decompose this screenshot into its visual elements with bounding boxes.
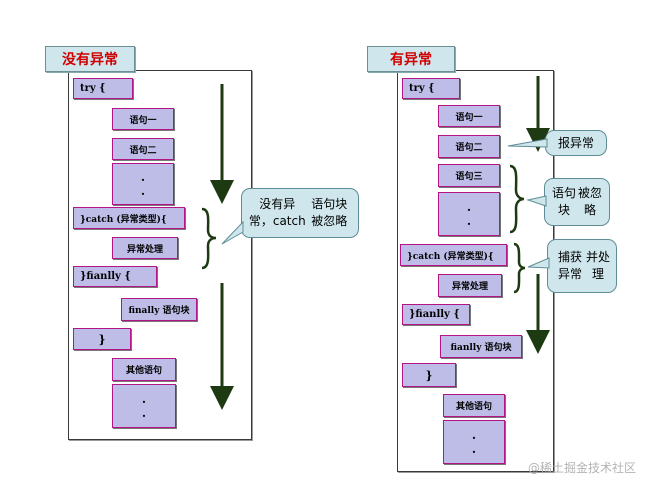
left-handle-box: 异常处理 (112, 237, 178, 259)
dot: . (140, 170, 146, 184)
right-title: 有异常 (367, 46, 455, 72)
right-handle-box: 异常处理 (438, 274, 502, 297)
left-finally-block-box: finally 语句块 (121, 298, 197, 321)
left-callout: 没有异常，catch 语句块被忽略 (241, 188, 359, 238)
callout-line: 被忽略 (577, 186, 602, 217)
left-catch-box: }catch (异常类型){ (73, 207, 185, 229)
dot: . (141, 392, 147, 406)
watermark: @稀土掘金技术社区 (527, 461, 636, 475)
right-catch-callout: 捕获异常 并处理 (547, 239, 617, 293)
callout-line: 没有异常，catch (248, 197, 306, 228)
callout-line: 语句块被忽略 (311, 197, 348, 228)
dot: . (141, 406, 147, 420)
dot: . (140, 184, 146, 198)
left-stmt1-box: 语句一 (112, 108, 174, 130)
callout-line: 并处理 (586, 250, 611, 281)
right-error-callout: 报异常 (545, 130, 607, 156)
left-other-box: 其他语句 (112, 358, 176, 381)
right-bottom-dots-box: . . (443, 420, 505, 464)
right-close-box: } (402, 363, 456, 387)
dot: . (471, 442, 477, 456)
right-stmt2-box: 语句二 (438, 135, 500, 158)
right-try-box: try { (402, 78, 460, 99)
right-dots-box: . . (438, 192, 500, 236)
dot: . (471, 428, 477, 442)
right-block-callout: 语句块 被忽略 (544, 178, 610, 226)
callout-line: 语句块 (551, 186, 576, 217)
right-catch-box: }catch (异常类型){ (400, 244, 507, 266)
right-finally-block-box: fianlly 语句块 (440, 335, 522, 358)
left-finally-box: }fianlly { (73, 266, 157, 287)
right-stmt3-box: 语句三 (438, 164, 500, 187)
left-bottom-dots-box: . . (112, 384, 176, 428)
left-try-box: try { (73, 78, 133, 99)
right-finally-box: }fianlly { (402, 304, 470, 325)
right-stmt1-box: 语句一 (438, 105, 500, 127)
dot: . (466, 214, 472, 228)
left-title: 没有异常 (45, 46, 135, 72)
left-close-box: } (73, 328, 131, 350)
right-other-box: 其他语句 (443, 394, 505, 417)
dot: . (466, 200, 472, 214)
callout-line: 捕获异常 (557, 250, 582, 281)
left-stmt2-box: 语句二 (112, 138, 174, 160)
left-dots-box: . . (112, 163, 174, 205)
